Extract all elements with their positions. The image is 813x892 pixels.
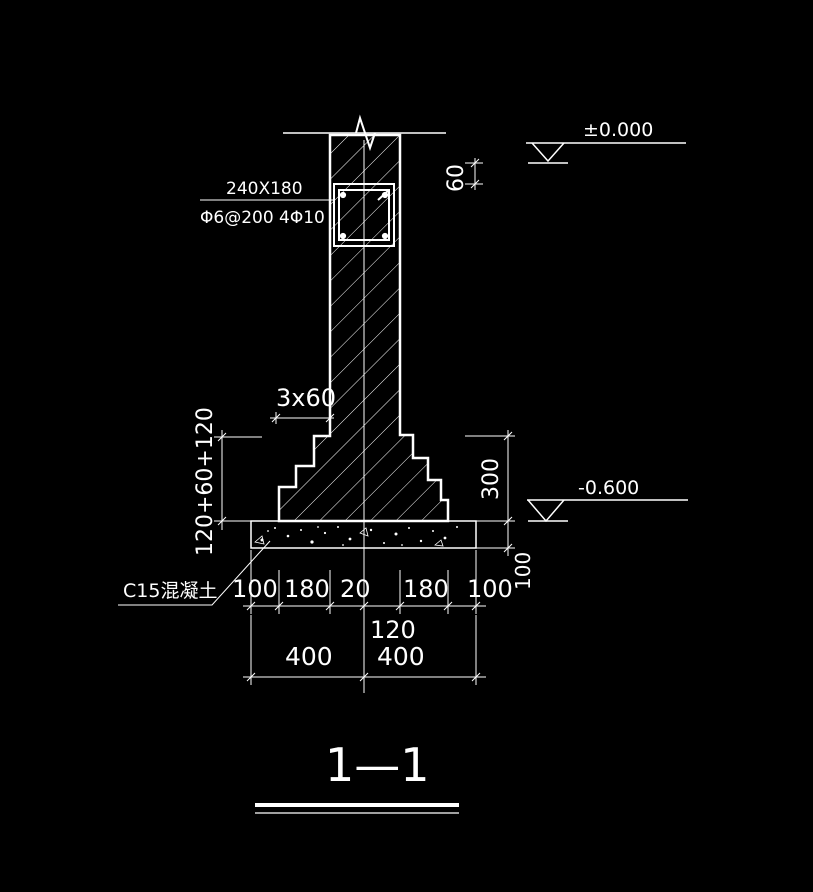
dim-half-left: 400 bbox=[285, 642, 333, 671]
dimension-row-halves bbox=[243, 615, 486, 685]
beam-section-label: 240X180 bbox=[226, 179, 303, 199]
concrete-label: C15混凝土 bbox=[123, 580, 217, 602]
elevation-marker-top bbox=[526, 142, 686, 164]
dim-seg-4: 180 bbox=[403, 575, 449, 603]
left-height-label: 120+60+120 bbox=[193, 407, 218, 556]
dim-seg-1: 100 bbox=[232, 575, 278, 603]
elevation-bottom-label: -0.600 bbox=[578, 477, 639, 499]
offset-dimension bbox=[465, 158, 483, 190]
right-height-label: 300 bbox=[479, 458, 504, 500]
pad-thickness-label: 100 bbox=[511, 552, 535, 590]
break-line bbox=[283, 114, 446, 152]
elevation-marker-bottom bbox=[527, 499, 688, 523]
offset-60-label: 60 bbox=[444, 164, 469, 192]
step-dimension bbox=[270, 412, 335, 424]
step-label: 3x60 bbox=[276, 384, 336, 412]
left-height-dimension bbox=[214, 430, 262, 530]
concrete-pad bbox=[250, 520, 477, 549]
dim-seg-3: 20 bbox=[340, 575, 371, 603]
section-title: 1—1 bbox=[325, 738, 430, 792]
section-title-underline bbox=[255, 803, 459, 814]
right-height-dimension bbox=[465, 430, 515, 556]
dimension-row-segments bbox=[243, 550, 486, 614]
ring-beam bbox=[333, 183, 395, 247]
elevation-top-label: ±0.000 bbox=[583, 119, 653, 141]
dim-center-label: 120 bbox=[370, 616, 416, 644]
dim-half-right: 400 bbox=[377, 642, 425, 671]
beam-rebar-label: Φ6@200 4Φ10 bbox=[200, 208, 325, 228]
dim-seg-5: 100 bbox=[467, 575, 513, 603]
dim-seg-2: 180 bbox=[284, 575, 330, 603]
